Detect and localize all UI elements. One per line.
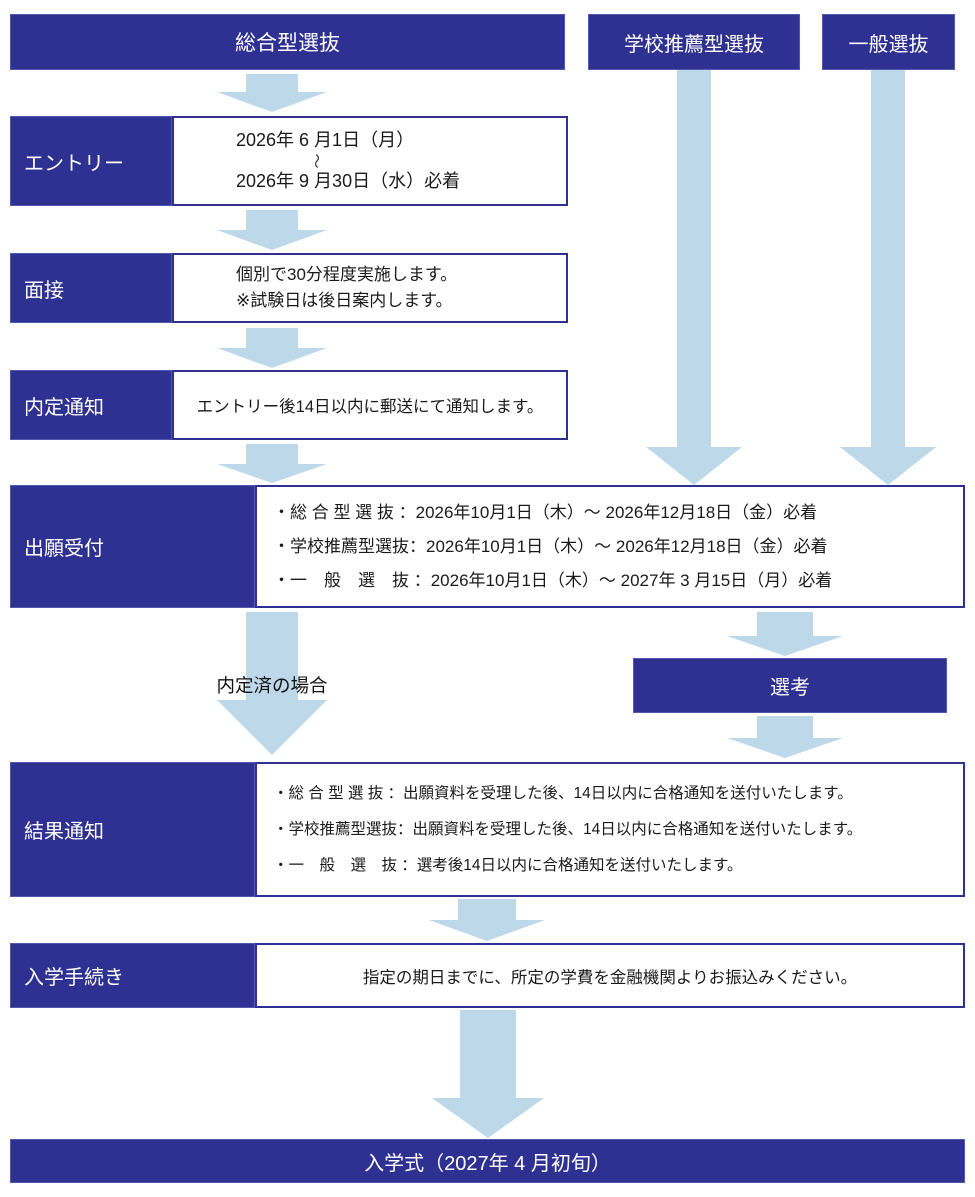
result-line-suisen: ・学校推薦型選抜：出願資料を受理した後、14日以内に合格通知を送付いたします。	[273, 820, 863, 838]
arrow-application-to-screening	[727, 612, 843, 656]
entry-content-box: 2026年 6 月1日（月） 〜 2026年 9 月30日（水）必着	[172, 116, 568, 206]
header-school-recommendation-selection: 学校推薦型選抜	[588, 14, 800, 70]
provisional-content-box: エントリー後14日以内に郵送にて通知します。	[172, 370, 568, 440]
entry-date-to: 2026年 9 月30日（水）必着	[236, 171, 461, 191]
header-comprehensive-selection: 総合型選抜	[10, 14, 565, 70]
arrow-interview-to-provisional	[217, 328, 327, 368]
interview-line1: 個別で30分程度実施します。	[236, 265, 458, 284]
application-line-suisen: ・学校推薦型選抜：2026年10月1日（木）～ 2026年12月18日（金）必着	[273, 536, 828, 556]
application-label: 出願受付	[10, 485, 255, 608]
arrow-header-to-entry	[217, 74, 327, 112]
arrow-screening-to-result	[727, 716, 843, 758]
result-content-box: ・総 合 型 選 抜 ：出願資料を受理した後、14日以内に合格通知を送付いたしま…	[255, 762, 965, 897]
application-content-box: ・総 合 型 選 抜 ：2026年10月1日（木）～ 2026年12月18日（金…	[255, 485, 965, 608]
entry-tilde: 〜	[307, 153, 325, 169]
interview-label: 面接	[10, 253, 172, 323]
procedure-label: 入学手続き	[10, 943, 255, 1008]
entry-label: エントリー	[10, 116, 172, 206]
entrance-ceremony-bar: 入学式（2027年 4 月初旬）	[10, 1139, 965, 1183]
result-line-ippan: ・一 般 選 抜 ：選考後14日以内に合格通知を送付いたします。	[273, 856, 743, 874]
procedure-content-box: 指定の期日までに、所定の学費を金融機関よりお振込みください。	[255, 943, 965, 1008]
arrow-suisen-to-application	[646, 70, 742, 485]
result-line-sogo: ・総 合 型 選 抜 ：出願資料を受理した後、14日以内に合格通知を送付いたしま…	[273, 784, 853, 802]
entry-date-from: 2026年 6 月1日（月）	[236, 130, 415, 150]
interview-line2: ※試験日は後日案内します。	[236, 291, 453, 310]
arrow-entry-to-interview	[217, 210, 327, 250]
provisional-text: エントリー後14日以内に郵送にて通知します。	[196, 398, 544, 416]
provisional-label: 内定通知	[10, 370, 172, 440]
application-line-sogo: ・総 合 型 選 抜 ：2026年10月1日（木）～ 2026年12月18日（金…	[273, 502, 818, 522]
screening-box: 選考	[633, 658, 947, 713]
procedure-text: 指定の期日までに、所定の学費を金融機関よりお振込みください。	[362, 968, 858, 987]
conditional-case-label: 内定済の場合	[216, 675, 328, 696]
arrow-procedure-to-ceremony	[432, 1010, 544, 1138]
arrow-ippan-to-application	[840, 70, 936, 485]
header-general-selection: 一般選抜	[822, 14, 955, 70]
arrow-provisional-to-application	[217, 444, 327, 483]
arrow-result-to-procedure	[429, 899, 545, 941]
application-line-ippan: ・一 般 選 抜 ：2026年10月1日（木）～ 2027年 3 月15日（月）…	[273, 570, 833, 590]
interview-content-box: 個別で30分程度実施します。 ※試験日は後日案内します。	[172, 253, 568, 323]
arrow-application-to-result-conditional	[217, 612, 327, 755]
result-label: 結果通知	[10, 762, 255, 897]
